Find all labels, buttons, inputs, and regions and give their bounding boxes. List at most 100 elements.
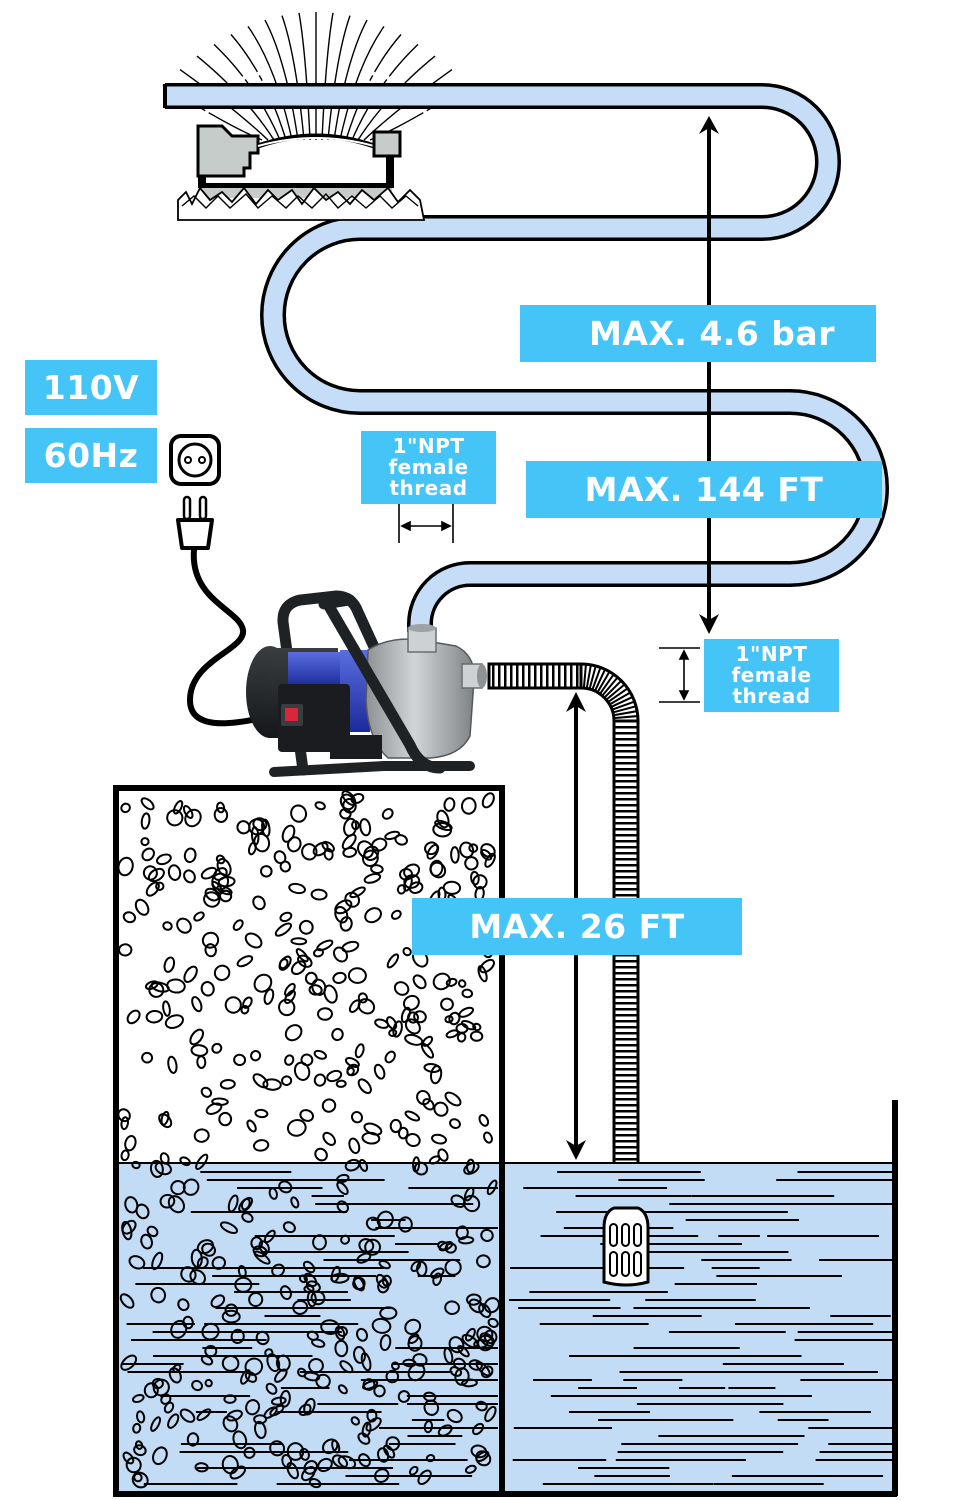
- pebble: [240, 1004, 250, 1015]
- pebble: [322, 1131, 337, 1146]
- pebble: [302, 1260, 316, 1274]
- pebble: [298, 1403, 312, 1416]
- pebble: [117, 1108, 131, 1123]
- pebble: [196, 1239, 215, 1255]
- pebble: [279, 911, 293, 923]
- pebble: [166, 809, 184, 827]
- well: [113, 785, 505, 1497]
- pebble: [244, 932, 263, 949]
- spray-line: [321, 12, 334, 141]
- pebble: [384, 830, 401, 841]
- pebble: [402, 994, 420, 1011]
- pebble: [404, 1318, 422, 1336]
- pebble: [279, 860, 292, 873]
- pebble: [150, 1286, 167, 1304]
- pebble: [132, 1422, 142, 1434]
- pebble: [241, 1212, 254, 1223]
- pebble: [348, 999, 361, 1014]
- max-suction-label: MAX. 26 FT: [412, 898, 742, 955]
- pebble: [432, 821, 453, 838]
- pebble: [211, 1097, 229, 1106]
- inlet-thread-line2: female: [731, 663, 812, 687]
- head-height-arrow: [699, 116, 719, 634]
- pebble: [420, 1042, 435, 1059]
- pebble: [429, 861, 447, 879]
- pebble: [162, 1000, 171, 1017]
- pebble: [297, 954, 313, 968]
- pebble: [370, 864, 384, 875]
- pebble: [240, 1369, 251, 1385]
- pebble: [384, 1050, 396, 1064]
- pebble: [358, 1453, 371, 1468]
- spray-line: [333, 19, 368, 141]
- frequency-value: 60Hz: [43, 436, 139, 475]
- pebble: [449, 1118, 461, 1129]
- pebble: [147, 867, 165, 883]
- pebble: [250, 1236, 264, 1251]
- pebble: [472, 1022, 482, 1032]
- pebble: [210, 1294, 226, 1308]
- outlet-thread-line1: 1"NPT: [392, 434, 465, 458]
- pebble: [184, 808, 202, 828]
- pebble: [332, 946, 349, 963]
- pebble: [396, 884, 407, 895]
- pebble: [300, 1053, 314, 1067]
- pebble: [347, 967, 367, 984]
- pebble: [379, 1334, 392, 1352]
- pebble: [288, 882, 306, 895]
- pebble: [480, 1228, 494, 1242]
- pebble: [243, 1446, 256, 1459]
- pebble: [236, 955, 254, 968]
- pebble: [358, 1158, 369, 1172]
- pebble: [145, 881, 160, 897]
- pebble: [263, 988, 275, 1005]
- hose-rib: [609, 691, 631, 706]
- pebble: [263, 1406, 278, 1419]
- pebble: [163, 956, 176, 973]
- pebble: [398, 1216, 413, 1233]
- pebble: [216, 858, 232, 877]
- pebble: [314, 1147, 328, 1162]
- pebble: [443, 797, 456, 812]
- pebble: [337, 1384, 348, 1395]
- pebble: [334, 1339, 349, 1358]
- pebble: [459, 841, 475, 859]
- pebble: [361, 1380, 379, 1390]
- inlet-thread-dimension: [659, 647, 700, 703]
- pebble: [313, 1049, 328, 1060]
- pebble: [357, 992, 369, 1004]
- hose-rib: [588, 665, 597, 690]
- pebble: [193, 1128, 210, 1143]
- pebble: [145, 1009, 164, 1024]
- pebble: [224, 996, 242, 1014]
- pebble: [122, 911, 137, 924]
- pebble: [286, 836, 302, 853]
- pebble: [357, 1432, 371, 1445]
- pebble: [374, 1468, 390, 1483]
- pebble: [253, 1420, 267, 1439]
- pebble: [355, 1327, 369, 1342]
- pebble: [134, 898, 150, 916]
- pebble: [376, 1447, 390, 1463]
- pebble: [314, 801, 326, 811]
- pebble: [381, 808, 394, 820]
- pebble: [196, 1055, 207, 1069]
- pebble: [334, 899, 353, 915]
- pebble: [464, 856, 479, 871]
- pebble: [410, 1260, 422, 1272]
- voltage-value: 110V: [42, 368, 140, 407]
- pebble: [480, 848, 493, 861]
- pebble: [152, 1446, 168, 1466]
- pebble: [125, 1456, 142, 1474]
- hose-rib: [591, 667, 602, 691]
- pebble: [298, 919, 314, 935]
- pebble: [479, 958, 495, 974]
- pebble: [261, 818, 271, 838]
- pebble: [160, 1110, 170, 1126]
- max-pressure-label: MAX. 4.6 bar: [520, 305, 876, 362]
- inlet-thread-line1: 1"NPT: [735, 642, 808, 666]
- hose-rib: [613, 715, 638, 720]
- pebble: [124, 1135, 137, 1152]
- pebble: [480, 843, 496, 858]
- pebble: [422, 1098, 435, 1111]
